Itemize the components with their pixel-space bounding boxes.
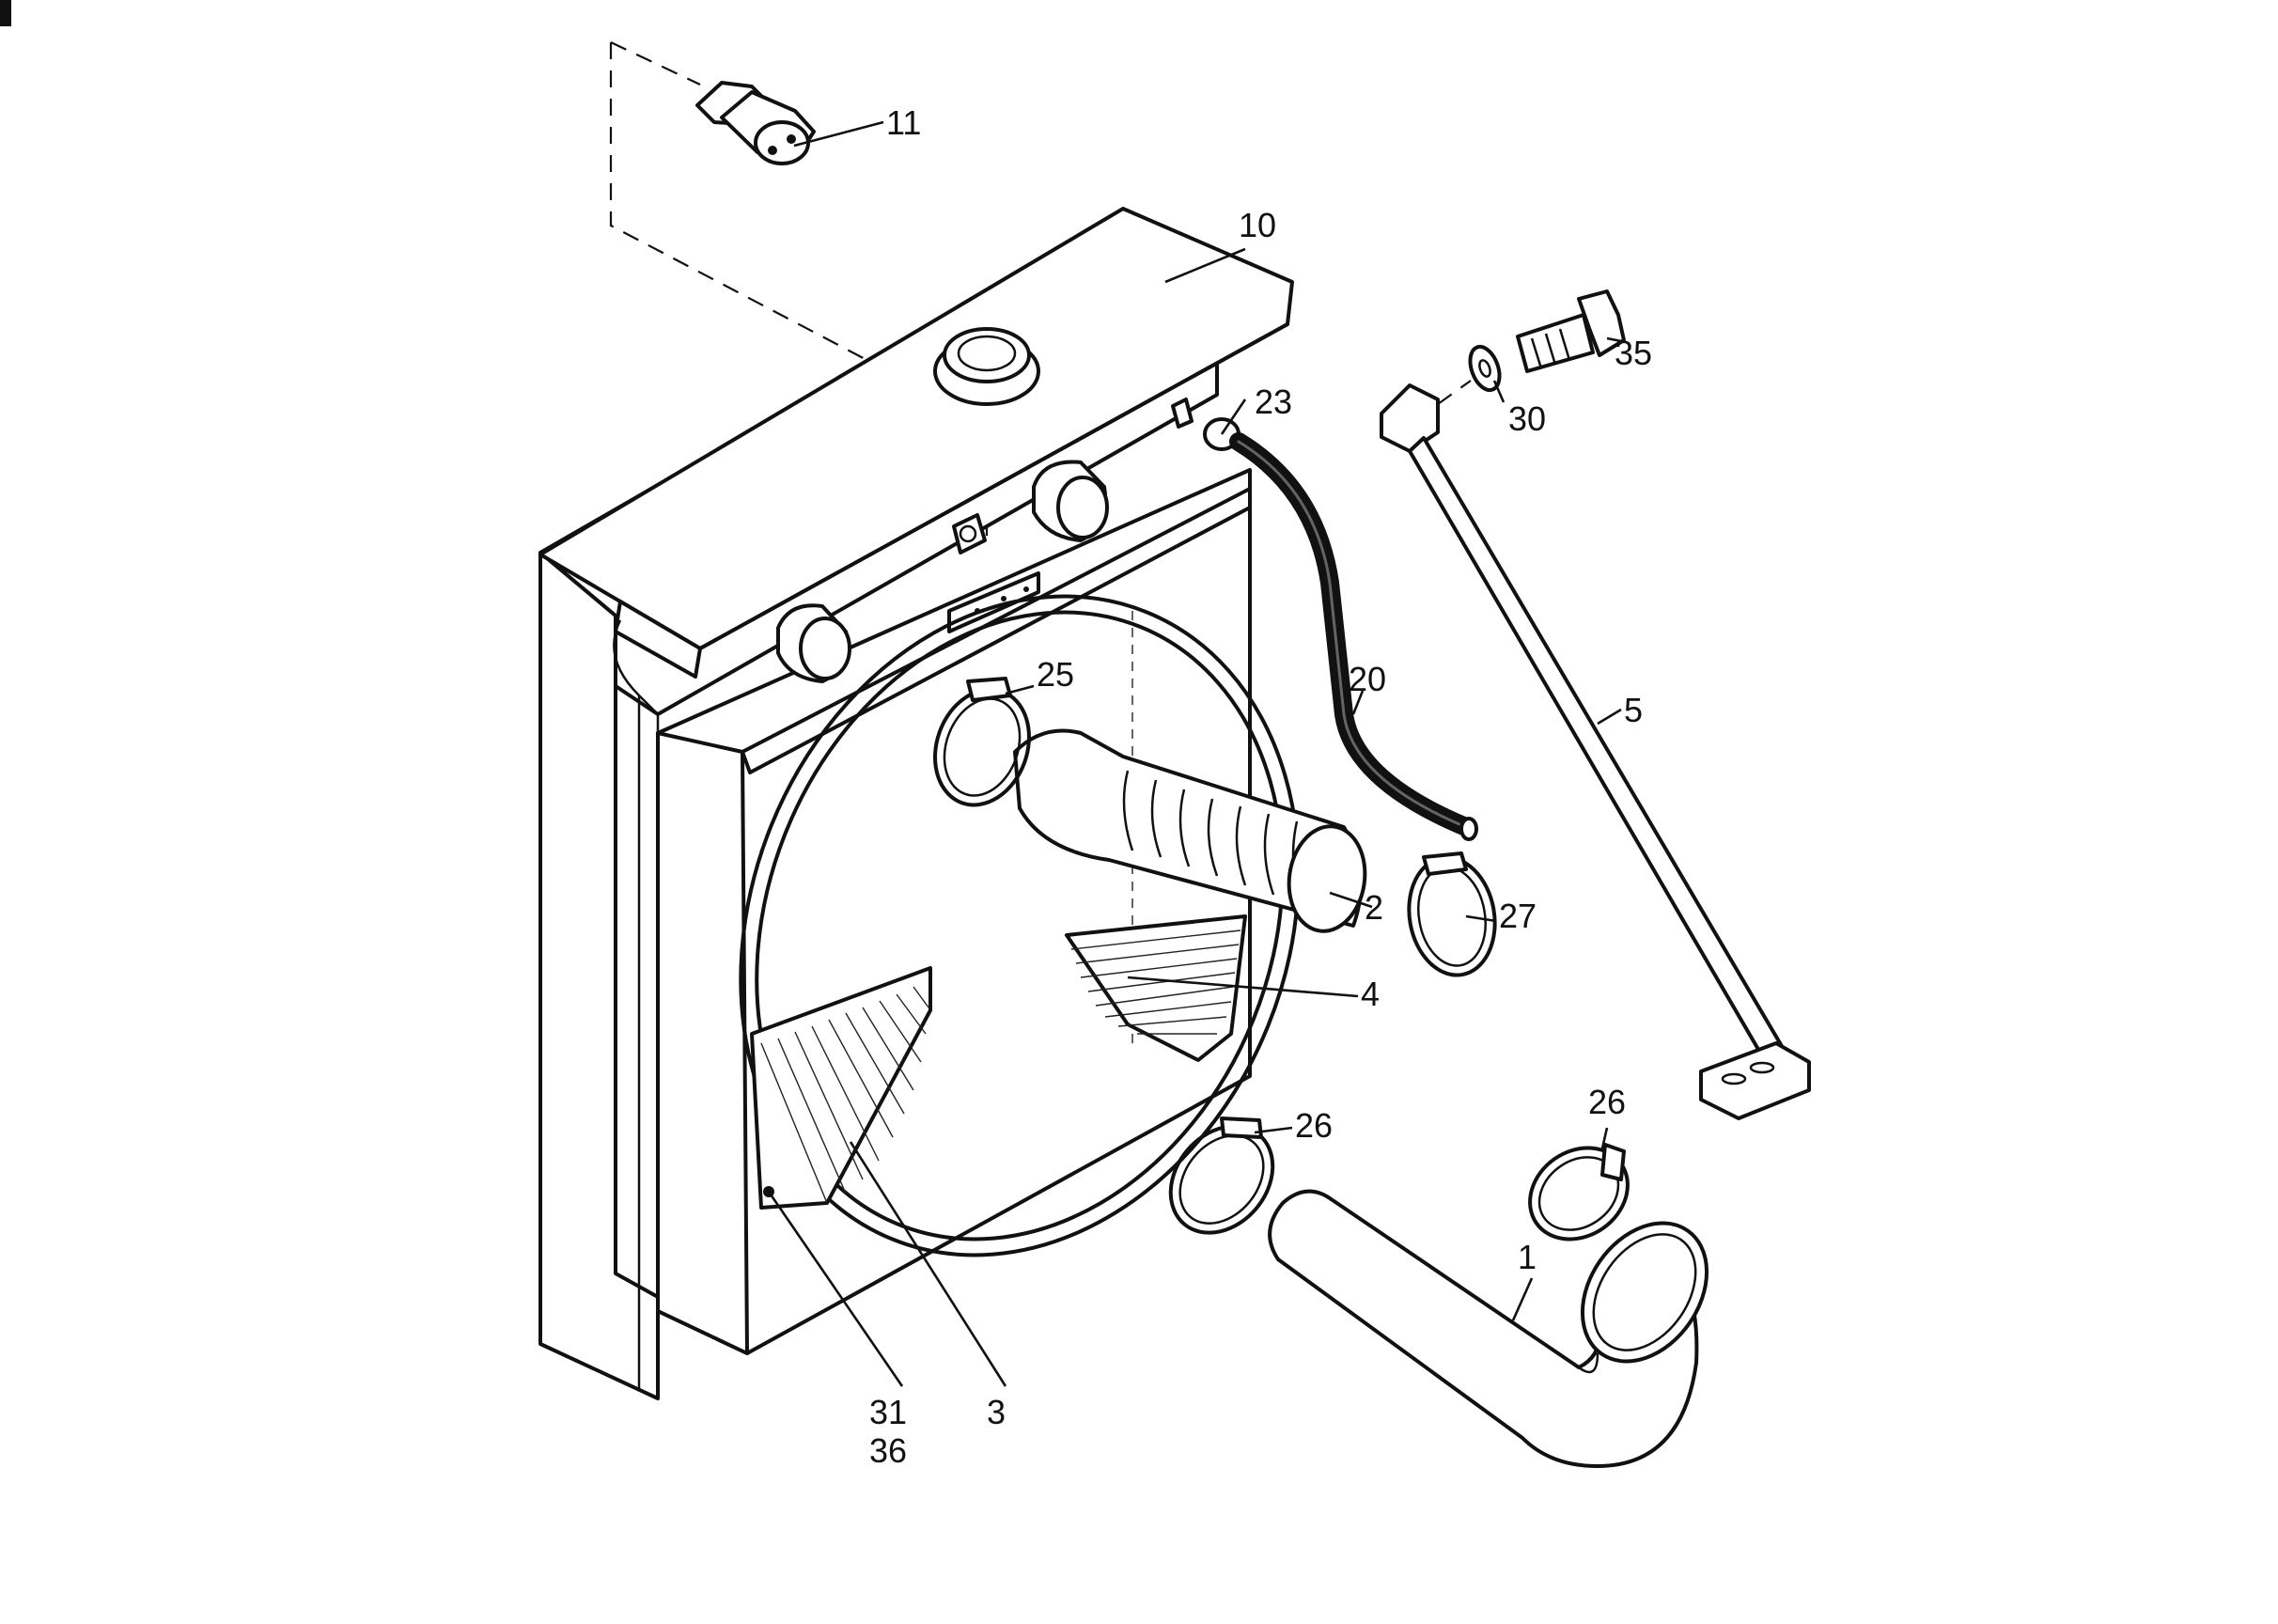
label-2: 2	[1365, 888, 1383, 927]
label-26-right: 26	[1588, 1083, 1626, 1121]
top-hose	[1013, 728, 1367, 933]
label-36: 36	[869, 1431, 907, 1470]
overflow-hose	[1229, 432, 1478, 841]
label-31: 31	[869, 1393, 907, 1431]
label-27: 27	[1499, 897, 1537, 935]
callout-labels: 11 10 23 35 30 20 5 25 2 27 4 26 26 1 3 …	[869, 103, 1652, 1470]
washer-and-bolt	[1437, 289, 1626, 405]
label-35: 35	[1615, 334, 1652, 372]
fan-cowl	[739, 594, 1301, 1257]
label-4: 4	[1361, 975, 1380, 1013]
label-20: 20	[1349, 660, 1386, 698]
radiator-body	[538, 207, 1294, 1400]
label-3: 3	[987, 1393, 1006, 1431]
label-5: 5	[1624, 691, 1643, 729]
stay-rod	[1380, 383, 1811, 1120]
clamp-26-left	[1168, 1116, 1275, 1235]
clamp-26-right	[1528, 1143, 1630, 1241]
label-1: 1	[1518, 1238, 1537, 1276]
clamp-25	[933, 677, 1031, 807]
dashed-guide-top	[610, 41, 701, 86]
temperature-switch	[695, 81, 816, 165]
clamp-27	[1407, 851, 1497, 977]
label-10: 10	[1239, 206, 1276, 244]
label-26-left: 26	[1295, 1106, 1333, 1145]
label-11: 11	[886, 103, 921, 142]
leader-lines	[767, 120, 1622, 1387]
label-30: 30	[1508, 399, 1546, 438]
bottom-hose	[1268, 1189, 1709, 1468]
label-23: 23	[1255, 383, 1292, 421]
fan-guard-right	[1065, 914, 1247, 1062]
fan-guard-left	[750, 966, 932, 1210]
label-25: 25	[1037, 655, 1074, 694]
corner-mark	[0, 0, 11, 26]
